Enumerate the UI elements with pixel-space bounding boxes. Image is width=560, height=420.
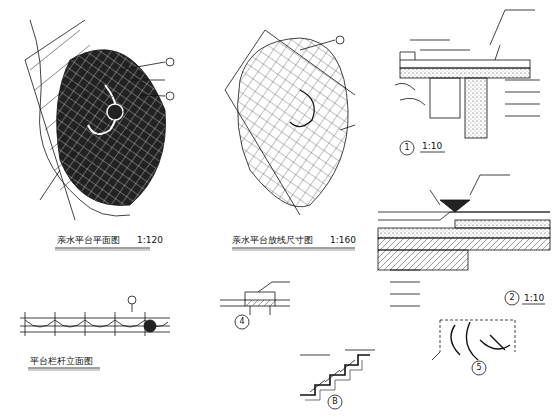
- callout-number: B: [332, 398, 338, 406]
- view-title: 亲水平台放线尺寸图: [232, 236, 313, 245]
- callout-number: 5: [476, 364, 481, 372]
- scale-note: 1:160: [330, 236, 356, 245]
- scale-note: 1:120: [137, 236, 163, 245]
- callout-number: 2: [509, 294, 514, 302]
- view-title: 平台栏杆立面图: [30, 357, 93, 366]
- view-title: 亲水平台平面图: [57, 236, 120, 245]
- callout-number: 4: [239, 318, 244, 326]
- callout-number: 1: [404, 144, 409, 152]
- scale-note: 1:10: [524, 294, 544, 303]
- scale-note: 1:10: [422, 142, 442, 151]
